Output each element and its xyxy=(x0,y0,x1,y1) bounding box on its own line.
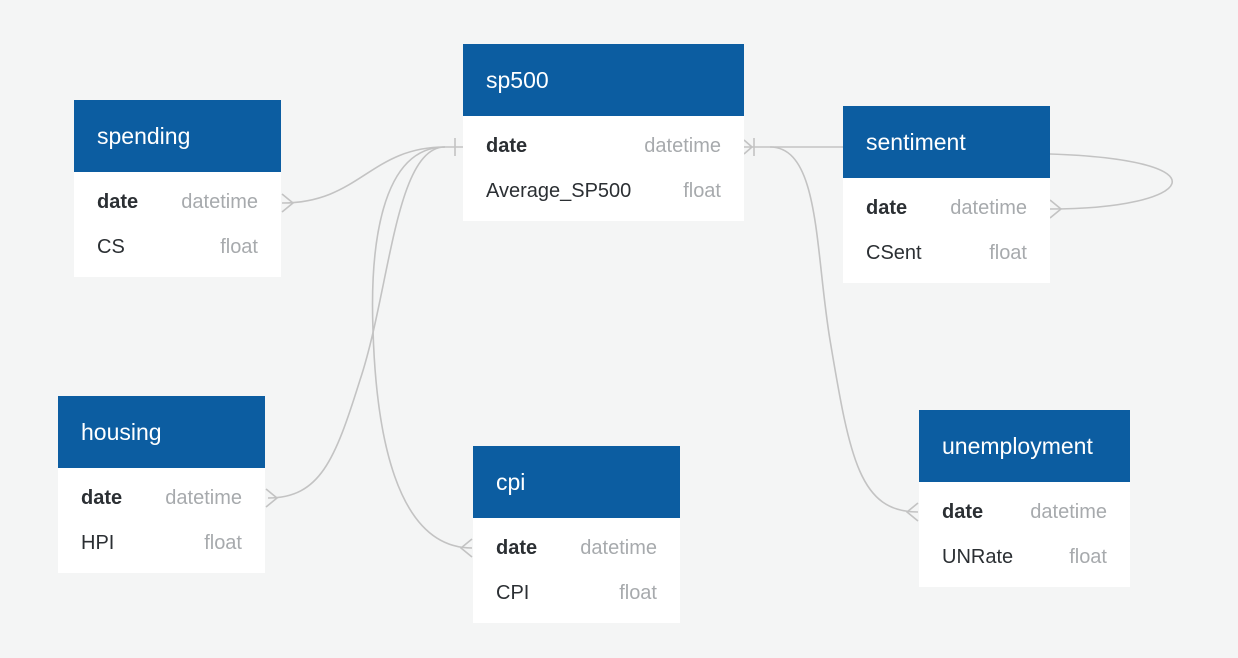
field-name: date xyxy=(866,197,908,219)
field-name: date xyxy=(486,135,528,157)
field-type: float xyxy=(619,582,657,604)
entity-sp500[interactable]: sp500 date datetime Average_SP500 float xyxy=(463,44,744,221)
connector-sentiment-self[interactable] xyxy=(1049,153,1173,210)
entity-cpi[interactable]: cpi date datetime CPI float xyxy=(473,446,680,623)
field-row[interactable]: CSent float xyxy=(866,231,1027,276)
connector-sp500-spending[interactable] xyxy=(281,146,463,204)
entity-title-housing[interactable]: housing xyxy=(58,396,265,468)
field-type: datetime xyxy=(644,135,721,157)
field-row[interactable]: date datetime xyxy=(97,180,258,225)
crowfoot-housing xyxy=(265,488,279,508)
field-row[interactable]: CS float xyxy=(97,225,258,270)
field-type: float xyxy=(204,532,242,554)
field-type: float xyxy=(989,242,1027,264)
entity-title-sp500[interactable]: sp500 xyxy=(463,44,744,116)
field-type: datetime xyxy=(580,537,657,559)
connector-sp500-cpi[interactable] xyxy=(371,146,473,549)
field-name: date xyxy=(81,487,123,509)
crowfoot-unemployment xyxy=(905,502,919,522)
field-type: float xyxy=(220,236,258,258)
field-name: HPI xyxy=(81,532,115,554)
entity-housing[interactable]: housing date datetime HPI float xyxy=(58,396,265,573)
connector-sp500-housing[interactable] xyxy=(267,146,446,499)
entity-title-cpi[interactable]: cpi xyxy=(473,446,680,518)
field-name: CSent xyxy=(866,242,922,264)
entity-title-spending[interactable]: spending xyxy=(74,100,281,172)
connector-sp500-unemployment[interactable] xyxy=(769,146,919,513)
field-row[interactable]: date datetime xyxy=(486,124,721,169)
field-type: datetime xyxy=(165,487,242,509)
field-row[interactable]: Average_SP500 float xyxy=(486,169,721,214)
entity-unemployment[interactable]: unemployment date datetime UNRate float xyxy=(919,410,1130,587)
crowfoot-cpi xyxy=(459,538,473,558)
field-name: CS xyxy=(97,236,125,258)
entity-sentiment[interactable]: sentiment date datetime CSent float xyxy=(843,106,1050,283)
entity-title-sentiment[interactable]: sentiment xyxy=(843,106,1050,178)
field-type: datetime xyxy=(1030,501,1107,523)
field-row[interactable]: date datetime xyxy=(942,490,1107,535)
field-row[interactable]: date datetime xyxy=(866,186,1027,231)
crowfoot-spending xyxy=(281,193,295,213)
entity-spending[interactable]: spending date datetime CS float xyxy=(74,100,281,277)
field-type: datetime xyxy=(181,191,258,213)
field-name: CPI xyxy=(496,582,530,604)
field-row[interactable]: CPI float xyxy=(496,571,657,616)
field-row[interactable]: HPI float xyxy=(81,521,242,566)
field-name: Average_SP500 xyxy=(486,180,632,202)
crowfoot-sp500-right xyxy=(743,139,754,155)
field-row[interactable]: date datetime xyxy=(496,526,657,571)
crowfoot-sentiment xyxy=(1049,199,1063,219)
field-type: float xyxy=(1069,546,1107,568)
field-name: date xyxy=(97,191,139,213)
field-name: date xyxy=(942,501,984,523)
field-row[interactable]: UNRate float xyxy=(942,535,1107,580)
field-row[interactable]: date datetime xyxy=(81,476,242,521)
field-type: datetime xyxy=(950,197,1027,219)
field-name: UNRate xyxy=(942,546,1014,568)
entity-title-unemployment[interactable]: unemployment xyxy=(919,410,1130,482)
field-name: date xyxy=(496,537,538,559)
field-type: float xyxy=(683,180,721,202)
